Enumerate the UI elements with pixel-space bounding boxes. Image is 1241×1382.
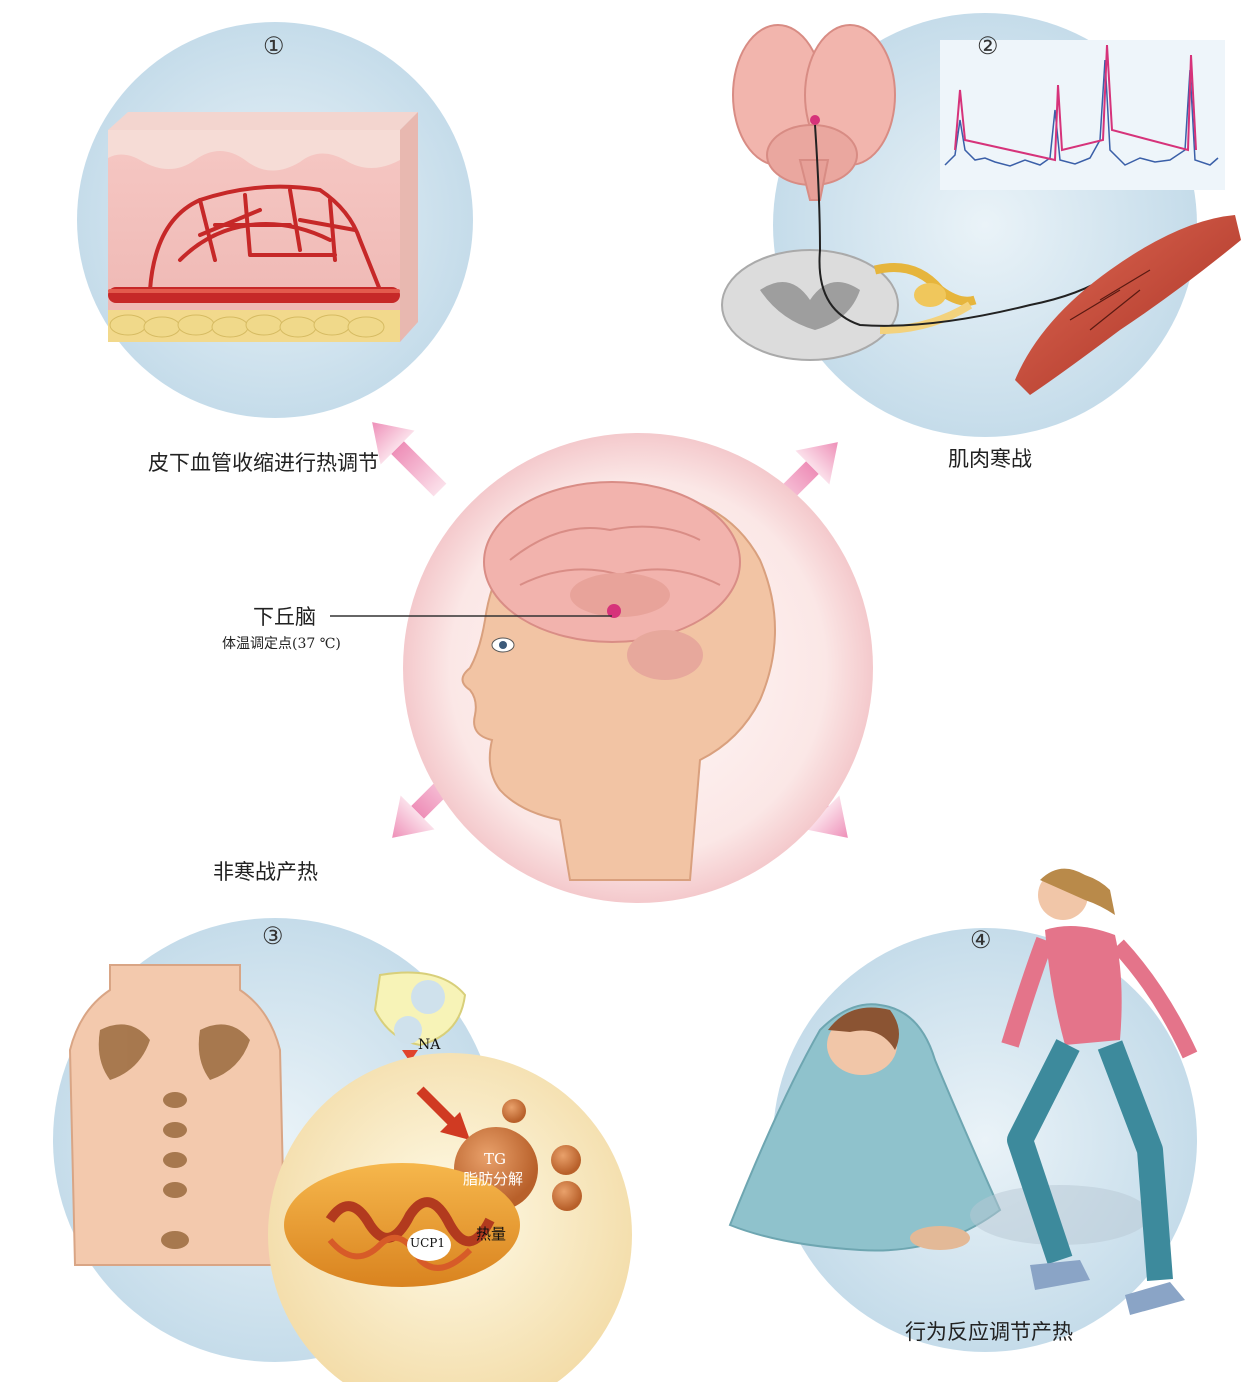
emg-plot-bg: [940, 40, 1225, 190]
panel-3-illustration: [53, 918, 632, 1382]
lipolysis-label: 脂肪分解: [463, 1168, 523, 1189]
heat-label: 热量: [476, 1223, 506, 1244]
panel-1-number: ①: [263, 32, 285, 60]
ucp1-label: UCP1: [410, 1236, 445, 1250]
na-label: NA: [418, 1037, 440, 1053]
tg-label: TG: [484, 1150, 506, 1168]
panel-2-illustration: [722, 13, 1241, 437]
panel-2-number: ②: [977, 32, 999, 60]
panel-3-number: ③: [262, 922, 284, 950]
hypothalamus-dot-2: [810, 115, 820, 125]
panel-3-caption: 非寒战产热: [213, 856, 318, 886]
hypothalamus-label: 下丘脑: [253, 601, 316, 631]
panel-1-illustration: [77, 22, 473, 418]
skin-block: [108, 112, 418, 342]
panel-4-illustration: [730, 869, 1197, 1352]
panel-2-caption: 肌肉寒战: [948, 443, 1032, 473]
set-point-label: 体温调定点(37 ℃): [222, 633, 341, 653]
panel-4-number: ④: [970, 926, 992, 954]
panel-1-caption: 皮下血管收缩进行热调节: [148, 447, 379, 477]
brain-side: [484, 482, 740, 642]
torso: [70, 965, 285, 1265]
panel-4-caption: 行为反应调节产热: [905, 1316, 1073, 1346]
